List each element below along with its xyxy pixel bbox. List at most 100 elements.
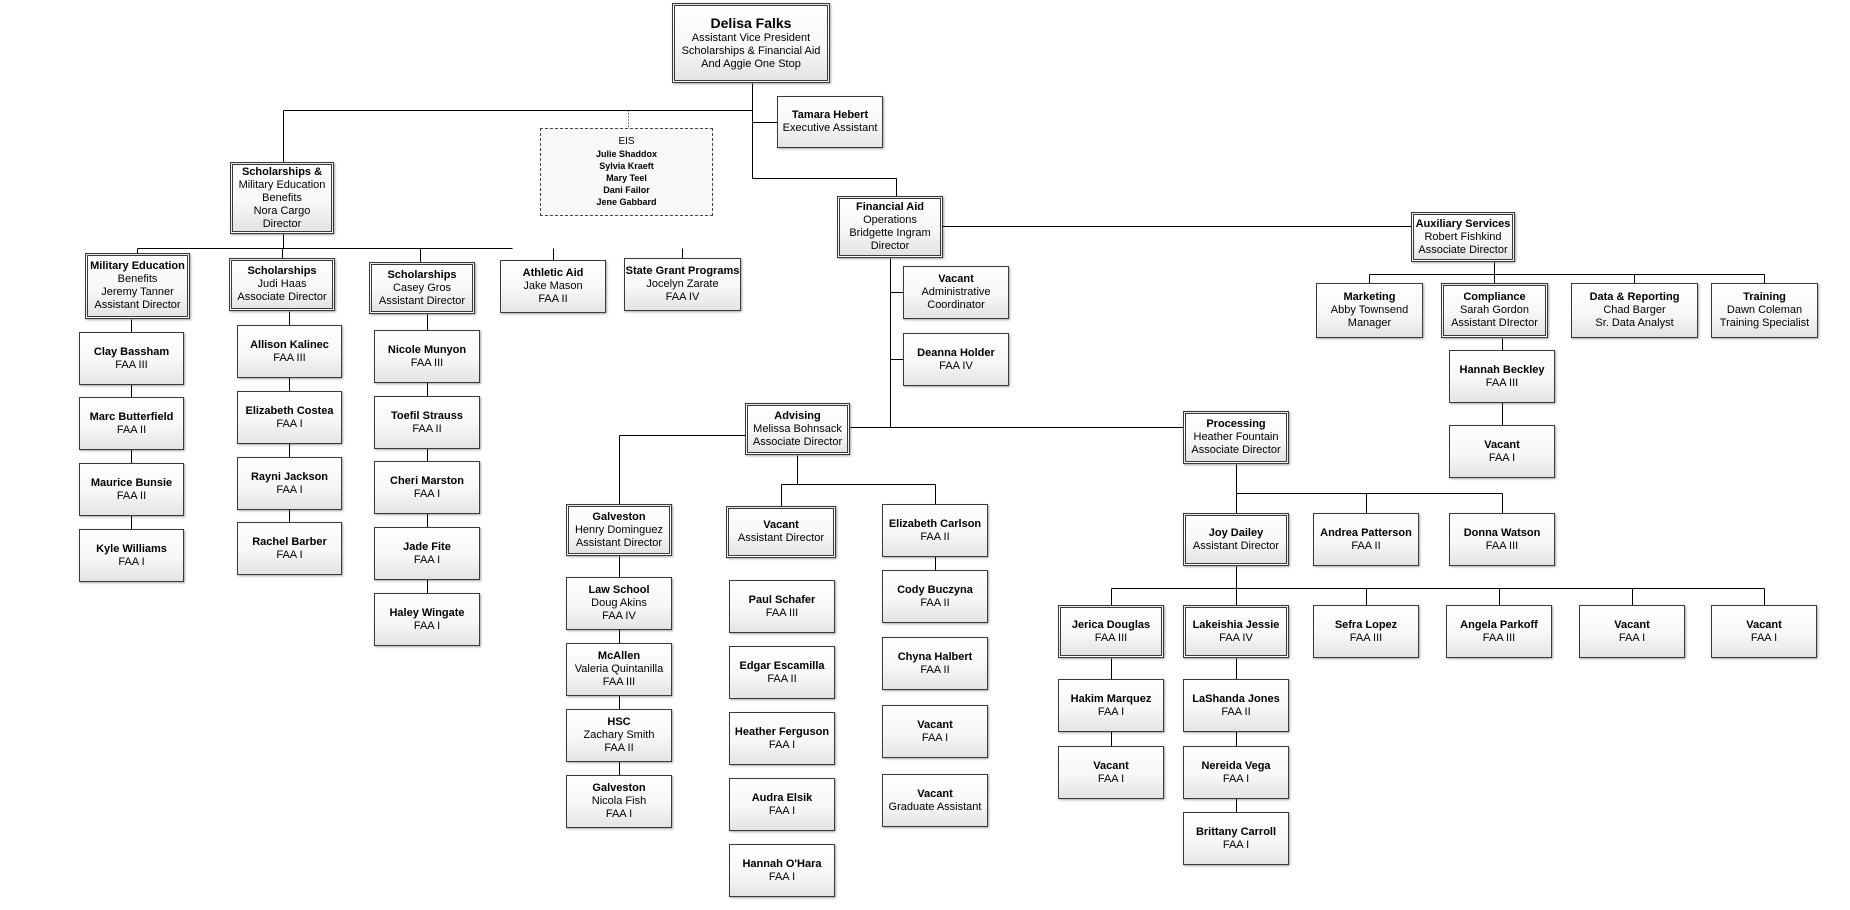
node-line: FAA I [768,804,796,817]
node-heading: Hannah O'Hara [742,857,822,870]
node-heading: Sefra Lopez [1334,618,1398,631]
node-heading: Kyle Williams [96,542,167,555]
node-line: And Aggie One Stop [701,58,801,70]
node-line: FAA I [1750,631,1778,644]
node-heading: Scholarships [247,265,317,277]
node-line: Jene Gabbard [596,197,657,207]
node-line: Bridgette Ingram [849,227,931,239]
node-heading: Vacant [917,787,953,800]
node-heading: Toefil Strauss [391,409,463,422]
node-line: FAA I [413,553,441,566]
node-heading: Marc Butterfield [89,410,174,423]
node-line: FAA III [765,606,799,619]
node-heading: Law School [588,584,650,596]
node-line: FAA I [276,417,303,430]
node-heading: Auxiliary Services [1415,217,1511,230]
node-line: FAA IV [939,359,973,372]
node-heading: Paul Schafer [748,593,816,606]
node-heading: Vacant [763,519,799,531]
node-heading: Elizabeth Carlson [888,517,982,530]
node-line: Sarah Gordon [1459,304,1530,316]
node-line: Coordinator [927,299,985,311]
node-heading: Cheri Marston [390,474,464,487]
node-line: Assistant Director [737,532,825,544]
node-heading: Tamara Hebert [791,109,869,121]
node-heading: Galveston [592,782,646,794]
node-line: Mary Teel [606,173,647,183]
node-line: Assistant DIrector [1451,317,1538,329]
node-line: Manager [1347,317,1392,329]
node-line: Associate Director [237,291,327,303]
node-line: FAA I [1222,772,1250,785]
node-line: FAA I [1222,838,1250,851]
node-heading: Lakeishia Jessie [1192,618,1280,631]
node-line: FAA I [118,555,145,568]
node-line: FAA III [1482,631,1516,644]
node-line: FAA III [273,351,306,364]
node-heading: Angela Parkoff [1460,618,1538,631]
node-heading: Nereida Vega [1201,759,1271,772]
node-heading: Elizabeth Costea [245,404,334,417]
node-line: FAA II [1351,539,1381,552]
node-line: Chad Barger [1603,304,1666,316]
node-line: FAA I [605,808,633,820]
node-line: Assistant Director [575,536,663,549]
node-heading: Cody Buczyna [897,583,973,596]
node-line: Assistant Vice President [691,32,811,44]
node-heading: Vacant [1746,618,1782,631]
node-line: FAA II [412,422,442,435]
node-line: Abby Townsend [1330,304,1409,316]
node-line: Director [262,217,302,230]
node-heading: Edgar Escamilla [739,659,825,672]
node-line: Assistant Director [378,294,466,307]
node-heading: Hannah Beckley [1459,363,1545,376]
node-line: FAA III [1349,631,1383,644]
node-heading: Galveston [592,510,646,523]
node-heading: Chyna Halbert [897,650,973,663]
node-line: FAA I [413,487,441,500]
node-line: FAA I [413,619,441,632]
node-heading: Financial Aid [855,201,925,213]
node-heading: Jade Fite [403,540,451,553]
node-line: Associate Director [1418,243,1508,256]
node-heading: Vacant [1093,759,1129,772]
node-heading: Training [1743,291,1786,303]
node-line: Sylvia Kraeft [599,161,654,171]
node-line: Heather Fountain [1193,431,1279,443]
node-line: FAA II [767,672,797,685]
node-heading: Rachel Barber [252,535,327,548]
